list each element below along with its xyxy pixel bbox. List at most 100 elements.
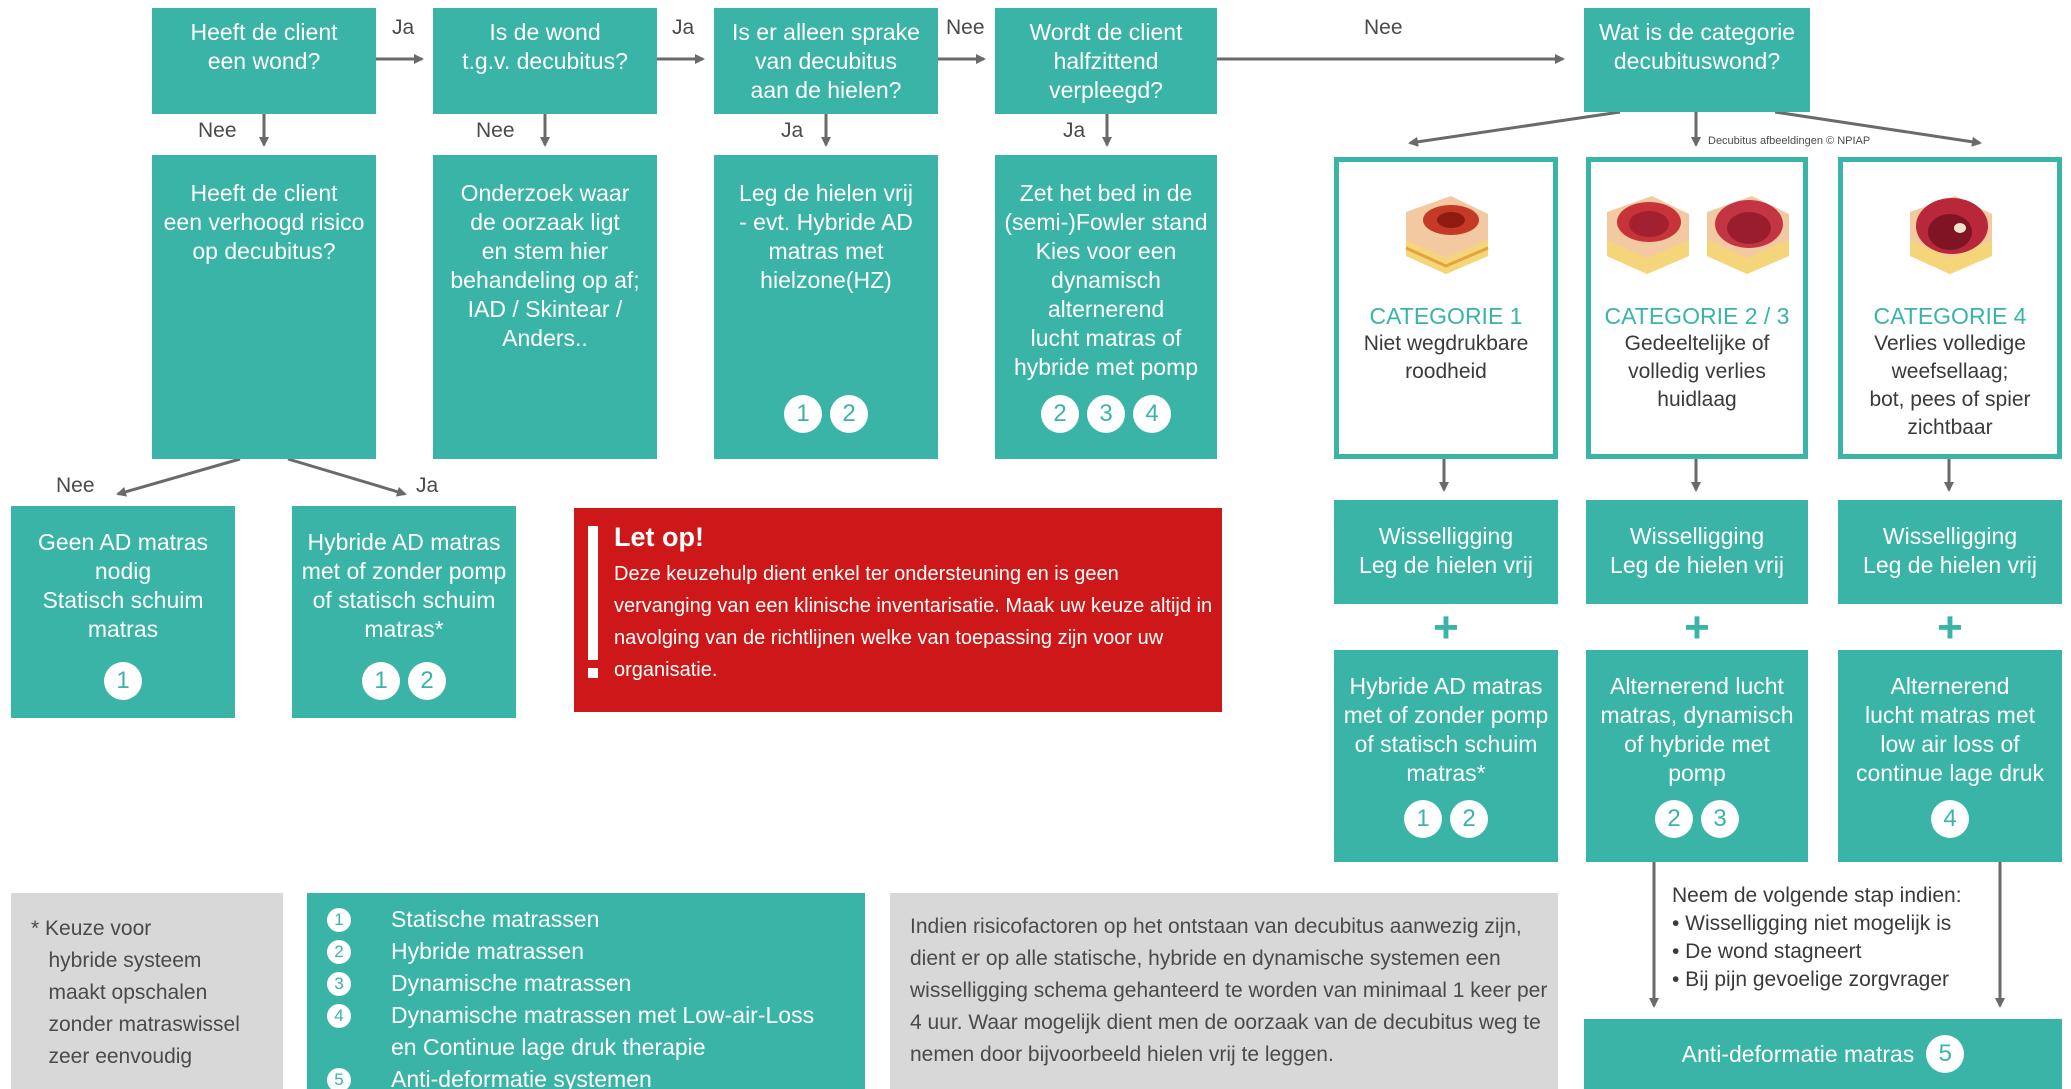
arrow-q6-nee <box>116 457 241 497</box>
advice-text: Hybride AD matras met of zonder pomp of … <box>1343 673 1549 786</box>
legend-item: 5 Anti-deformatie systemen <box>327 1063 865 1089</box>
result-onderzoek: Onderzoek waar de oorzaak ligt en stem h… <box>433 155 657 459</box>
arrow-q5-cat1 <box>1408 110 1621 147</box>
label-nee: Nee <box>1364 16 1403 39</box>
category-description: Gedeeltelijke of volledig verlies huidla… <box>1624 332 1770 411</box>
advice-wisselligging: Wisselligging Leg de hielen vrij <box>1334 500 1558 604</box>
wound-image <box>1607 196 1689 274</box>
legend-label: Hybride matrassen <box>391 938 585 964</box>
copyright-note: Decubitus afbeeldingen © NPIAP <box>1708 135 1871 147</box>
number-badge: 4 <box>1931 800 1969 838</box>
question-text: Is er alleen sprake van decubitus aan de… <box>732 19 920 103</box>
anti-deformatie-box: Anti-deformatie matras 5 <box>1584 1019 2062 1089</box>
question-wond: Heeft de client een wond? <box>152 8 376 114</box>
advice-wisselligging: Wisselligging Leg de hielen vrij <box>1838 500 2062 604</box>
number-badge: 3 <box>1701 800 1739 838</box>
next-step-item: • De wond stagneert <box>1672 940 1862 963</box>
question-decubitus: Is de wond t.g.v. decubitus? <box>433 8 657 114</box>
mattress-numbers: 2 3 4 <box>995 395 1217 433</box>
question-text: Wordt de client halfzittend verpleegd? <box>1029 19 1183 103</box>
category-box-4: CATEGORIE 4 Verlies volledige weefsellaa… <box>1838 157 2062 459</box>
label-ja: Ja <box>1063 119 1086 142</box>
legend-number: 5 <box>327 1068 351 1089</box>
legend-label: Dynamische matrassen met Low-air-Loss en… <box>391 1002 815 1060</box>
advice-matras-cat23: Alternerend lucht matras, dynamisch of h… <box>1586 650 1808 862</box>
legend-label: Statische matrassen <box>391 906 600 932</box>
plus-icon: + <box>1433 603 1459 652</box>
number-badge: 1 <box>784 395 822 433</box>
mattress-numbers: 1 2 <box>292 662 516 700</box>
mattress-numbers: 1 <box>11 662 235 700</box>
advice-matras-cat1: Hybride AD matras met of zonder pomp of … <box>1334 650 1558 862</box>
legend-label: Anti-deformatie systemen <box>391 1066 652 1089</box>
wound-image <box>1910 196 1992 274</box>
question-hielen: Is er alleen sprake van decubitus aan de… <box>714 8 938 114</box>
result-fowler: Zet het bed in de (semi-)Fowler stand Ki… <box>995 155 1217 459</box>
legend-item: 2 Hybride matrassen <box>327 935 865 967</box>
anti-deformatie-label: Anti-deformatie matras <box>1681 1040 1915 1067</box>
next-step-item: • Wisselligging niet mogelijk is <box>1672 912 1952 935</box>
legend-number: 3 <box>327 972 351 996</box>
advice-wisselligging: Wisselligging Leg de hielen vrij <box>1586 500 1808 604</box>
question-text: Wat is de categorie decubituswond? <box>1598 19 1796 74</box>
info-box: Indien risicofactoren op het ontstaan va… <box>890 893 1558 1089</box>
exclamation-dot <box>588 668 598 678</box>
number-badge: 5 <box>1926 1035 1965 1073</box>
question-halfzittend: Wordt de client halfzittend verpleegd? <box>995 8 1217 114</box>
result-text: Zet het bed in de (semi-)Fowler stand Ki… <box>1004 180 1208 380</box>
mattress-numbers: 2 3 <box>1586 800 1808 838</box>
advice-matras-cat4: Alternerend lucht matras met low air los… <box>1838 650 2062 862</box>
advice-text: Wisselligging Leg de hielen vrij <box>1610 523 1784 578</box>
mattress-numbers: 4 <box>1838 800 2062 838</box>
advice-text: Wisselligging Leg de hielen vrij <box>1863 523 2037 578</box>
number-badge: 2 <box>1450 800 1488 838</box>
info-text: Indien risicofactoren op het ontstaan va… <box>910 915 1548 1066</box>
plus-icon: + <box>1684 603 1710 652</box>
number-badge: 1 <box>104 662 142 700</box>
advice-text: Alternerend lucht matras met low air los… <box>1856 673 2044 786</box>
result-text: Leg de hielen vrij - evt. Hybride AD mat… <box>739 180 913 293</box>
advice-text: Wisselligging Leg de hielen vrij <box>1359 523 1533 578</box>
label-ja: Ja <box>392 16 415 39</box>
category-box-1: CATEGORIE 1 Niet wegdrukbare roodheid <box>1334 157 1558 459</box>
exclamation-icon <box>588 526 598 660</box>
number-badge: 2 <box>1041 395 1079 433</box>
label-nee: Nee <box>198 119 237 142</box>
warning-title: Let op! <box>614 522 704 552</box>
number-badge: 3 <box>1087 395 1125 433</box>
number-badge: 2 <box>1655 800 1693 838</box>
footnote-box: * Keuze voor hybride systeem maakt opsch… <box>11 893 283 1089</box>
number-badge: 1 <box>1404 800 1442 838</box>
category-description: Verlies volledige weefsellaag; bot, pees… <box>1869 332 2031 439</box>
legend-number: 1 <box>327 908 351 932</box>
legend-label: Dynamische matrassen <box>391 970 632 996</box>
mattress-numbers: 1 2 <box>1334 800 1558 838</box>
legend-item: 1 Statische matrassen <box>327 903 865 935</box>
question-risico: Heeft de client een verhoogd risico op d… <box>152 155 376 459</box>
warning-box: Let op! Deze keuzehulp dient enkel ter o… <box>574 508 1222 712</box>
legend-number: 4 <box>327 1004 351 1028</box>
category-title: CATEGORIE 1 <box>1369 303 1523 329</box>
next-step-block: Neem de volgende stap indien: • Wisselli… <box>1672 882 1962 994</box>
label-ja: Ja <box>781 119 804 142</box>
category-title: CATEGORIE 4 <box>1873 303 2027 329</box>
number-badge: 1 <box>362 662 400 700</box>
legend-box: 1 Statische matrassen 2 Hybride matrasse… <box>307 893 865 1089</box>
legend-item: 3 Dynamische matrassen <box>327 967 865 999</box>
label-nee: Nee <box>476 119 515 142</box>
result-geen-ad: Geen AD matras nodig Statisch schuim mat… <box>11 506 235 718</box>
arrow-q5-cat4 <box>1774 110 1982 147</box>
category-box-2-3: CATEGORIE 2 / 3 Gedeeltelijke of volledi… <box>1586 157 1808 459</box>
number-badge: 4 <box>1133 395 1171 433</box>
category-description: Niet wegdrukbare roodheid <box>1363 332 1529 383</box>
label-ja: Ja <box>416 474 439 497</box>
question-text: Is de wond t.g.v. decubitus? <box>462 19 628 74</box>
question-text: Heeft de client een verhoogd risico op d… <box>163 180 365 264</box>
next-step-title: Neem de volgende stap indien: <box>1672 884 1962 907</box>
label-nee: Nee <box>946 16 985 39</box>
number-badge: 2 <box>408 662 446 700</box>
category-title: CATEGORIE 2 / 3 <box>1604 303 1790 329</box>
result-hielen-vrij: Leg de hielen vrij - evt. Hybride AD mat… <box>714 155 938 459</box>
warning-text: Deze keuzehulp dient enkel ter ondersteu… <box>614 563 1213 681</box>
wound-image <box>1707 196 1789 274</box>
